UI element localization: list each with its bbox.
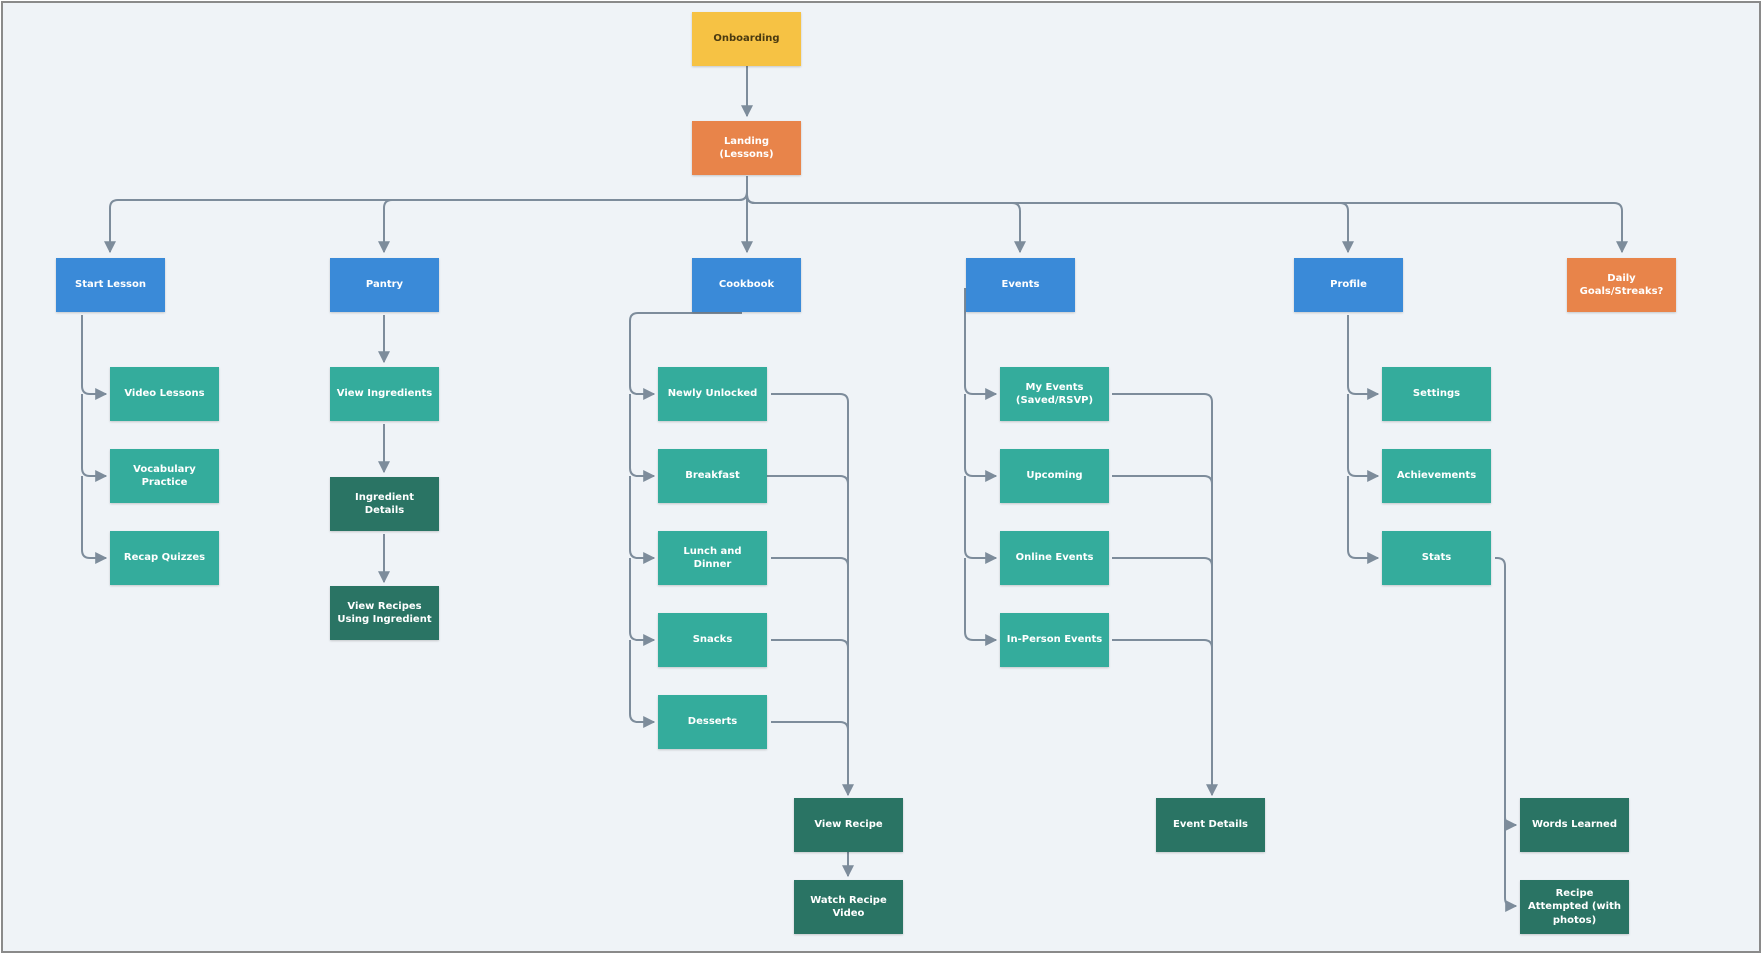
my-events-node[interactable]: My Events (Saved/RSVP)	[1000, 367, 1109, 421]
connector-in-person-event-details	[1112, 639, 1213, 649]
onboarding-node[interactable]: Onboarding	[692, 12, 801, 66]
words-learned-node[interactable]: Words Learned	[1520, 798, 1629, 852]
newly-unlocked-node[interactable]: Newly Unlocked	[658, 367, 767, 421]
connector-upcoming-event-details	[1112, 475, 1213, 485]
connector-snacks-view-recipe	[771, 639, 849, 649]
settings-node[interactable]: Settings	[1382, 367, 1491, 421]
connector-desserts-view-recipe	[771, 721, 849, 731]
recipe-attempted-node[interactable]: Recipe Attempted (with photos)	[1520, 880, 1629, 934]
stats-node[interactable]: Stats	[1382, 531, 1491, 585]
pantry-node[interactable]: Pantry	[330, 258, 439, 312]
connector-cookbook-desserts	[629, 640, 656, 728]
watch-recipe-video-node[interactable]: Watch Recipe Video	[794, 880, 903, 934]
connector-landing-start-lesson	[104, 176, 748, 254]
connector-events-in-person	[964, 558, 998, 646]
connector-landing-pantry	[378, 191, 748, 254]
connector-cookbook-lunch-dinner	[629, 476, 656, 564]
events-node[interactable]: Events	[966, 258, 1075, 312]
connector-start-vocabulary	[81, 394, 108, 482]
upcoming-node[interactable]: Upcoming	[1000, 449, 1109, 503]
online-events-node[interactable]: Online Events	[1000, 531, 1109, 585]
desserts-node[interactable]: Desserts	[658, 695, 767, 749]
in-person-events-node[interactable]: In-Person Events	[1000, 613, 1109, 667]
ingredient-details-node[interactable]: Ingredient Details	[330, 477, 439, 531]
connector-cookbook-newly-unlocked	[629, 312, 742, 400]
lunch-and-dinner-node[interactable]: Lunch and Dinner	[658, 531, 767, 585]
recap-quizzes-node[interactable]: Recap Quizzes	[110, 531, 219, 585]
connector-stats-words-learned	[1495, 557, 1518, 831]
connector-start-video-lessons	[81, 315, 108, 400]
connector-cookbook-snacks	[629, 558, 656, 646]
connector-newly-unlocked-view-recipe	[771, 393, 854, 797]
connector-start-recap	[81, 476, 108, 564]
vocabulary-practice-node[interactable]: Vocabulary Practice	[110, 449, 219, 503]
view-ingredients-node[interactable]: View Ingredients	[330, 367, 439, 421]
connector-stats-recipe-attempted	[1504, 817, 1518, 912]
connector-lunch-dinner-view-recipe	[771, 557, 849, 567]
connector-online-event-details	[1112, 557, 1213, 567]
view-recipes-using-ingredient-node[interactable]: View Recipes Using Ingredient	[330, 586, 439, 640]
landing-lessons-node[interactable]: Landing (Lessons)	[692, 121, 801, 175]
connector-cookbook-breakfast	[629, 394, 656, 482]
connector-events-online	[964, 476, 998, 564]
connector-events-my-events	[964, 288, 998, 400]
snacks-node[interactable]: Snacks	[658, 613, 767, 667]
daily-goals-streaks-node[interactable]: Daily Goals/Streaks?	[1567, 258, 1676, 312]
connector-landing-daily-goals	[746, 194, 1628, 254]
connector-profile-settings	[1347, 315, 1380, 400]
video-lessons-node[interactable]: Video Lessons	[110, 367, 219, 421]
connector-my-events-event-details	[1112, 393, 1218, 797]
profile-node[interactable]: Profile	[1294, 258, 1403, 312]
connector-profile-stats	[1347, 476, 1380, 564]
achievements-node[interactable]: Achievements	[1382, 449, 1491, 503]
start-lesson-node[interactable]: Start Lesson	[56, 258, 165, 312]
connector-breakfast-view-recipe	[767, 475, 849, 485]
event-details-node[interactable]: Event Details	[1156, 798, 1265, 852]
cookbook-node[interactable]: Cookbook	[692, 258, 801, 312]
connector-profile-achievements	[1347, 394, 1380, 482]
breakfast-node[interactable]: Breakfast	[658, 449, 767, 503]
view-recipe-node[interactable]: View Recipe	[794, 798, 903, 852]
connector-events-upcoming	[964, 394, 998, 482]
